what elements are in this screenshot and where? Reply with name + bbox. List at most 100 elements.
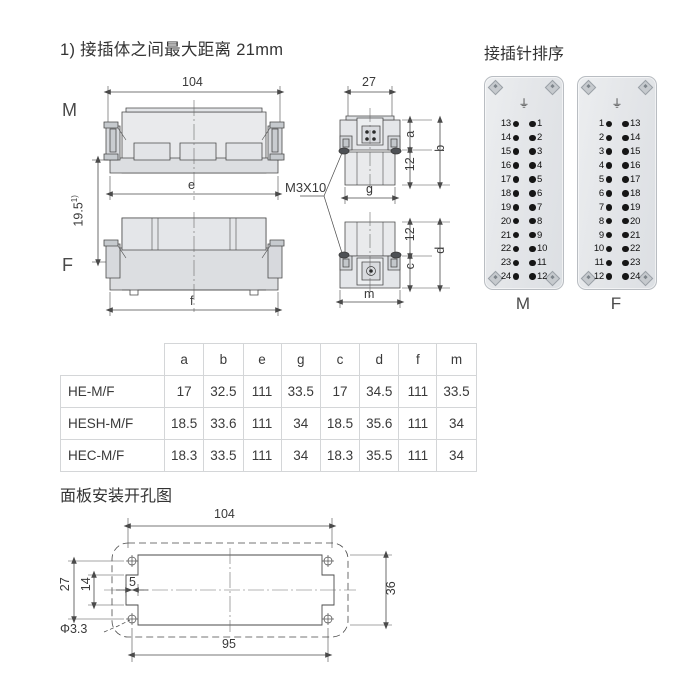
pin-dot [529, 273, 536, 280]
table-column-header: m [436, 343, 477, 376]
dim-104-panel: 104 [214, 507, 235, 521]
pin-number-left: 14 [500, 132, 511, 144]
dim-14-panel: 14 [78, 577, 93, 592]
dim-27: 27 [362, 75, 376, 89]
table-cell: 35.6 [359, 407, 400, 440]
pin-dot [512, 148, 519, 155]
pin-dot [529, 217, 536, 225]
pin-number-right: 21 [630, 229, 641, 241]
pin-panel-label-female: F [610, 294, 622, 313]
dim-a: a [402, 130, 417, 138]
ground-symbol-icon: ⏚ [611, 98, 623, 110]
pin-number-left: 15 [500, 146, 511, 158]
pin-dot [605, 204, 612, 211]
pin-number-right: 3 [537, 146, 543, 158]
pin-dot [529, 148, 536, 155]
dim-c: c [402, 263, 417, 270]
pin-number-left: 3 [598, 146, 604, 158]
pin-order-heading: 接插针排序 [484, 46, 565, 63]
pin-dot [529, 245, 536, 253]
pin-number-right: 10 [537, 243, 548, 255]
pin-number-left: 6 [598, 187, 604, 199]
page-title: 1) 接插体之间最大距离 21mm [60, 41, 284, 59]
dim-b: b [432, 144, 447, 152]
pin-number-left: 5 [598, 174, 604, 185]
table-column-header: g [280, 343, 321, 376]
table-cell: 33.5 [436, 375, 477, 408]
pin-dot [622, 245, 629, 253]
screw-icon [637, 79, 654, 96]
table-cell: 111 [398, 375, 438, 408]
pin-dot [529, 259, 536, 267]
view-label-m: M [62, 100, 77, 120]
pin-number-right: 17 [630, 174, 641, 185]
pin-dot [529, 176, 536, 183]
pin-row: 15 3 [485, 145, 563, 159]
table-row-label: HE-M/F [60, 375, 165, 408]
pin-row: 5 17 [578, 173, 656, 187]
table-cell: 18.3 [319, 439, 361, 472]
table-cell: 111 [242, 439, 282, 472]
pin-dot [622, 176, 629, 183]
screw-icon [580, 79, 597, 96]
pin-dot [512, 217, 519, 225]
pin-dot [605, 231, 612, 239]
screw-callout-m3x10: M3X10 [285, 180, 327, 195]
table-cell: 17 [319, 375, 361, 408]
pin-dot [605, 134, 612, 142]
pin-dot [529, 134, 536, 142]
dim-12-top: 12 [402, 157, 417, 172]
table-column-header: f [398, 343, 438, 376]
pin-dot [512, 176, 519, 183]
pin-dot [529, 231, 536, 239]
pin-dot [605, 190, 612, 197]
pin-number-right: 11 [537, 257, 547, 269]
pin-panel-label-male: M [515, 294, 531, 313]
dim-12-bottom: 12 [402, 227, 417, 242]
view-label-f: F [62, 255, 73, 275]
pin-number-left: 8 [598, 215, 604, 227]
pin-dot [512, 120, 519, 128]
pin-dot [529, 162, 536, 169]
pin-number-right: 23 [630, 257, 641, 269]
table-cell: 111 [242, 375, 282, 408]
table-cell: 33.5 [280, 375, 321, 408]
dim-m: m [364, 287, 375, 301]
pin-dot [512, 204, 519, 211]
table-cell: 34.5 [359, 375, 400, 408]
pin-dot [605, 245, 612, 253]
dim-27-panel: 27 [57, 577, 72, 592]
table-cell: 35.5 [359, 439, 400, 472]
pin-number-right: 18 [630, 187, 641, 199]
table-cell: 33.5 [203, 439, 244, 472]
pin-number-right: 8 [537, 215, 543, 227]
pin-number-right: 12 [537, 271, 548, 283]
dim-19-5: 19.51) [70, 195, 86, 227]
screw-icon [487, 79, 504, 96]
table-cell: 18.3 [163, 439, 205, 472]
pin-number-left: 13 [500, 118, 511, 130]
dim-g: g [366, 182, 373, 196]
pin-number-left: 21 [500, 229, 511, 241]
dim-36-panel: 36 [383, 581, 398, 596]
dim-e: e [188, 178, 195, 192]
